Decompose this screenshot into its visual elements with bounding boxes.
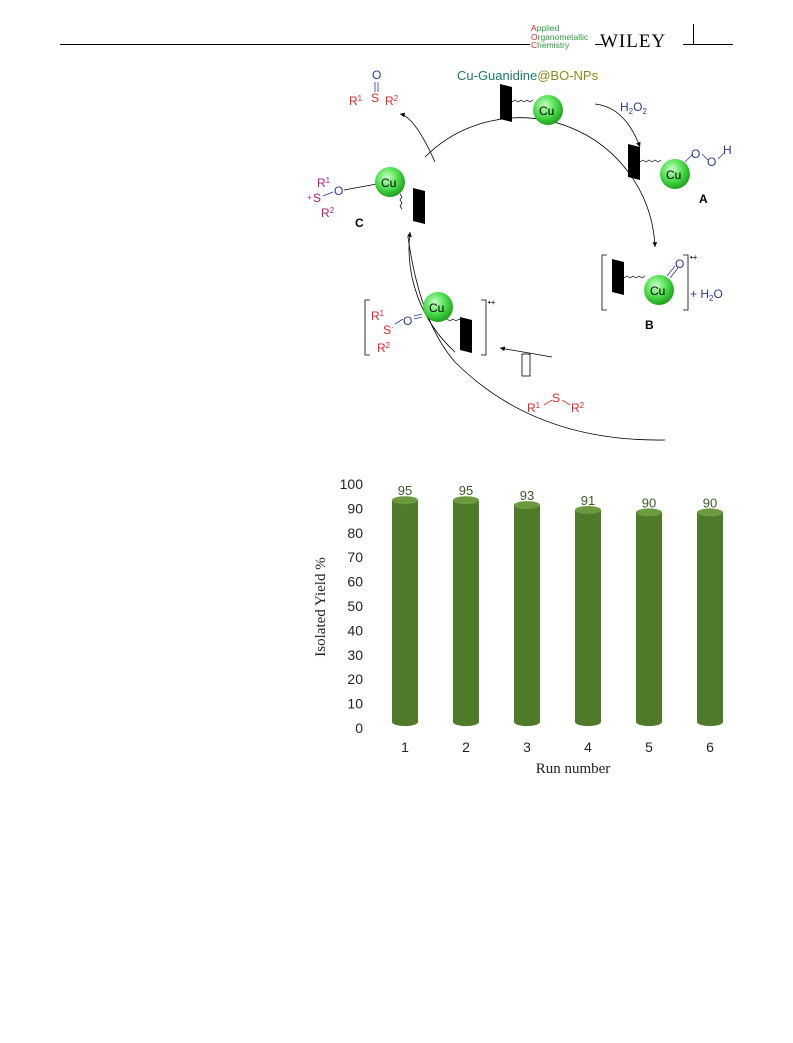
bar-value-label: 95 [398, 483, 412, 498]
intermediate-A: Cu O O H A [628, 143, 732, 206]
svg-text:R2: R2 [377, 341, 391, 355]
x-tick-label: 3 [523, 739, 531, 755]
y-tick-label: 60 [347, 574, 363, 590]
y-tick-label: 0 [355, 720, 363, 736]
y-tick-label: 90 [347, 500, 363, 516]
svg-text:R2: R2 [571, 401, 585, 415]
header-rule-short [595, 44, 603, 45]
x-axis-label: Run number [536, 761, 611, 777]
svg-text:C: C [355, 216, 364, 230]
svg-text:O: O [691, 147, 700, 161]
svg-text:•+: •+ [488, 298, 496, 307]
cycle-arc-bottom [407, 236, 666, 441]
svg-text:R1: R1 [527, 401, 541, 415]
sulfide-substrate: R1 S R2 [527, 391, 585, 415]
bar-value-label: 93 [520, 488, 534, 503]
y-tick-label: 10 [347, 696, 363, 712]
y-tick-label: 50 [347, 598, 363, 614]
product-release-arrow [399, 112, 436, 163]
svg-text:Cu: Cu [650, 284, 665, 298]
svg-text:Cu: Cu [381, 176, 396, 190]
svg-text:R2: R2 [385, 94, 399, 108]
svg-text:O: O [334, 184, 343, 198]
y-axis-label: Isolated Yield % [313, 557, 329, 656]
y-tick-label: 100 [340, 476, 364, 492]
svg-text:Cu: Cu [666, 168, 681, 182]
open-arrow-shaft [521, 353, 531, 377]
x-tick-label: 4 [584, 739, 592, 755]
header-rule [60, 44, 530, 45]
svg-text:•+: •+ [690, 253, 698, 262]
x-tick-label: 1 [401, 739, 409, 755]
sulfoxide-product: O R1 S R2 [349, 68, 399, 108]
svg-text:Cu: Cu [539, 104, 554, 118]
cycle-arc-top [424, 117, 658, 248]
bar [575, 505, 601, 726]
svg-text:-: - [391, 323, 394, 332]
svg-text:O: O [675, 257, 684, 271]
y-axis-ticks: 0 10 20 30 40 50 60 70 80 90 100 [340, 476, 364, 736]
intermediate-B: Cu O •+ + H2O B [601, 253, 723, 332]
page-header: Applied Organometallic Chemistry WILEY [0, 0, 793, 60]
svg-text:A: A [699, 192, 708, 206]
publisher-name: WILEY [600, 31, 667, 52]
y-tick-label: 30 [347, 647, 363, 663]
header-tick [693, 24, 694, 44]
svg-text:O: O [372, 68, 381, 82]
svg-text:R1: R1 [371, 309, 385, 323]
svg-text:+ H2O: + H2O [690, 287, 723, 303]
y-tick-label: 20 [347, 671, 363, 687]
bars: 95 95 93 91 90 90 [392, 483, 723, 726]
cycle-arc-left [407, 231, 456, 353]
y-tick-label: 80 [347, 525, 363, 541]
x-tick-label: 5 [645, 739, 653, 755]
recycling-bar-chart: 0 10 20 30 40 50 60 70 80 90 100 95 95 93 91 90 90 1 2 3 4… [313, 476, 723, 777]
svg-text:Cu: Cu [429, 301, 444, 315]
svg-text:R1: R1 [349, 94, 363, 108]
svg-text:S: S [552, 391, 560, 405]
svg-text:R2: R2 [321, 206, 335, 220]
svg-text:H: H [723, 143, 732, 157]
catalyst-name: Cu-Guanidine@BO-NPs [457, 68, 599, 83]
y-tick-label: 70 [347, 549, 363, 565]
header-rule-right [683, 44, 733, 45]
bar [453, 496, 479, 726]
journal-logo: Applied Organometallic Chemistry [531, 23, 589, 50]
bar [636, 508, 662, 726]
bar-value-label: 91 [581, 493, 595, 508]
x-tick-label: 6 [706, 739, 714, 755]
svg-text:B: B [645, 318, 654, 332]
catalytic-cycle-scheme: Cu-Guanidine@BO-NPs O R1 S R2 Cu H2O2 Cu… [307, 68, 732, 441]
catalyst-complex-top: Cu [500, 84, 563, 125]
bar-value-label: 90 [703, 495, 717, 510]
intermediate-C: R1 + S O R2 Cu C [307, 167, 425, 230]
svg-text:S: S [313, 191, 321, 205]
svg-text:S: S [371, 91, 379, 105]
svg-text:+: + [307, 193, 312, 202]
intermediate-D: R1 S - O R2 Cu •+ [364, 292, 496, 356]
x-axis-ticks: 1 2 3 4 5 6 [401, 739, 714, 755]
svg-text:O: O [403, 314, 412, 328]
bar [697, 508, 723, 726]
bar-value-label: 90 [642, 495, 656, 510]
bar [514, 501, 540, 726]
bar-value-label: 95 [459, 483, 473, 498]
svg-text:R1: R1 [317, 176, 331, 190]
h2o2-arrow [594, 103, 641, 148]
bar [392, 496, 418, 726]
h2o2-label: H2O2 [620, 100, 647, 116]
substrate-arrow [499, 346, 553, 358]
svg-text:O: O [707, 155, 716, 169]
x-tick-label: 2 [462, 739, 470, 755]
y-tick-label: 40 [347, 622, 363, 638]
svg-text:S: S [383, 323, 391, 337]
